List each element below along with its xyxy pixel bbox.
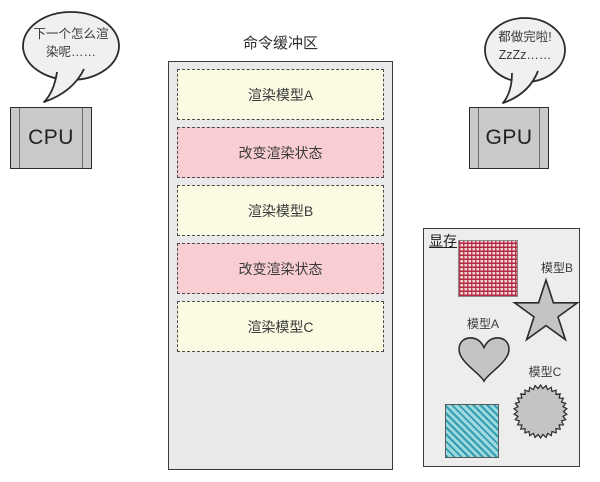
- heart-icon: [458, 337, 510, 383]
- gpu-label: GPU: [485, 126, 533, 149]
- command-buffer-title: 命令缓冲区: [242, 35, 318, 52]
- buffer-cell-render-model-c: 渲染模型C: [177, 301, 384, 352]
- star-shape: [512, 277, 580, 342]
- command-buffer-box: 渲染模型A 改变渲染状态 渲染模型B 改变渲染状态 渲染模型C: [168, 61, 393, 470]
- cpu-label: CPU: [28, 126, 74, 149]
- burst-icon: [513, 383, 568, 440]
- cpu-speech-bubble: [22, 11, 120, 103]
- burst-shape: [513, 383, 568, 440]
- model-a-label: 模型A: [466, 317, 499, 331]
- gpu-bubble-text: 都做完啦! ZzZz……: [498, 30, 552, 62]
- buffer-cell-render-model-b: 渲染模型B: [177, 185, 384, 236]
- buffer-cell-render-model-a: 渲染模型A: [177, 69, 384, 120]
- gpu-bubble-tail: [502, 70, 539, 104]
- buffer-cell-change-state-1: 改变渲染状态: [177, 127, 384, 178]
- cpu-bubble-tail: [43, 68, 85, 103]
- buffer-cell-change-state-2: 改变渲染状态: [177, 243, 384, 294]
- cpu-chip: CPU: [10, 107, 92, 169]
- video-memory-title: 显存: [429, 233, 457, 249]
- gpu-chip: GPU: [469, 107, 549, 169]
- model-c-label: 模型C: [528, 365, 562, 379]
- red-checker-texture: [458, 240, 518, 297]
- gpu-speech-bubble: [484, 17, 566, 104]
- heart-shape: [458, 337, 510, 383]
- model-b-label: 模型B: [540, 261, 573, 275]
- star-icon: [512, 277, 580, 342]
- teal-hatch-texture: [445, 404, 499, 458]
- cpu-bubble-text: 下一个怎么渲 染呢……: [33, 27, 109, 59]
